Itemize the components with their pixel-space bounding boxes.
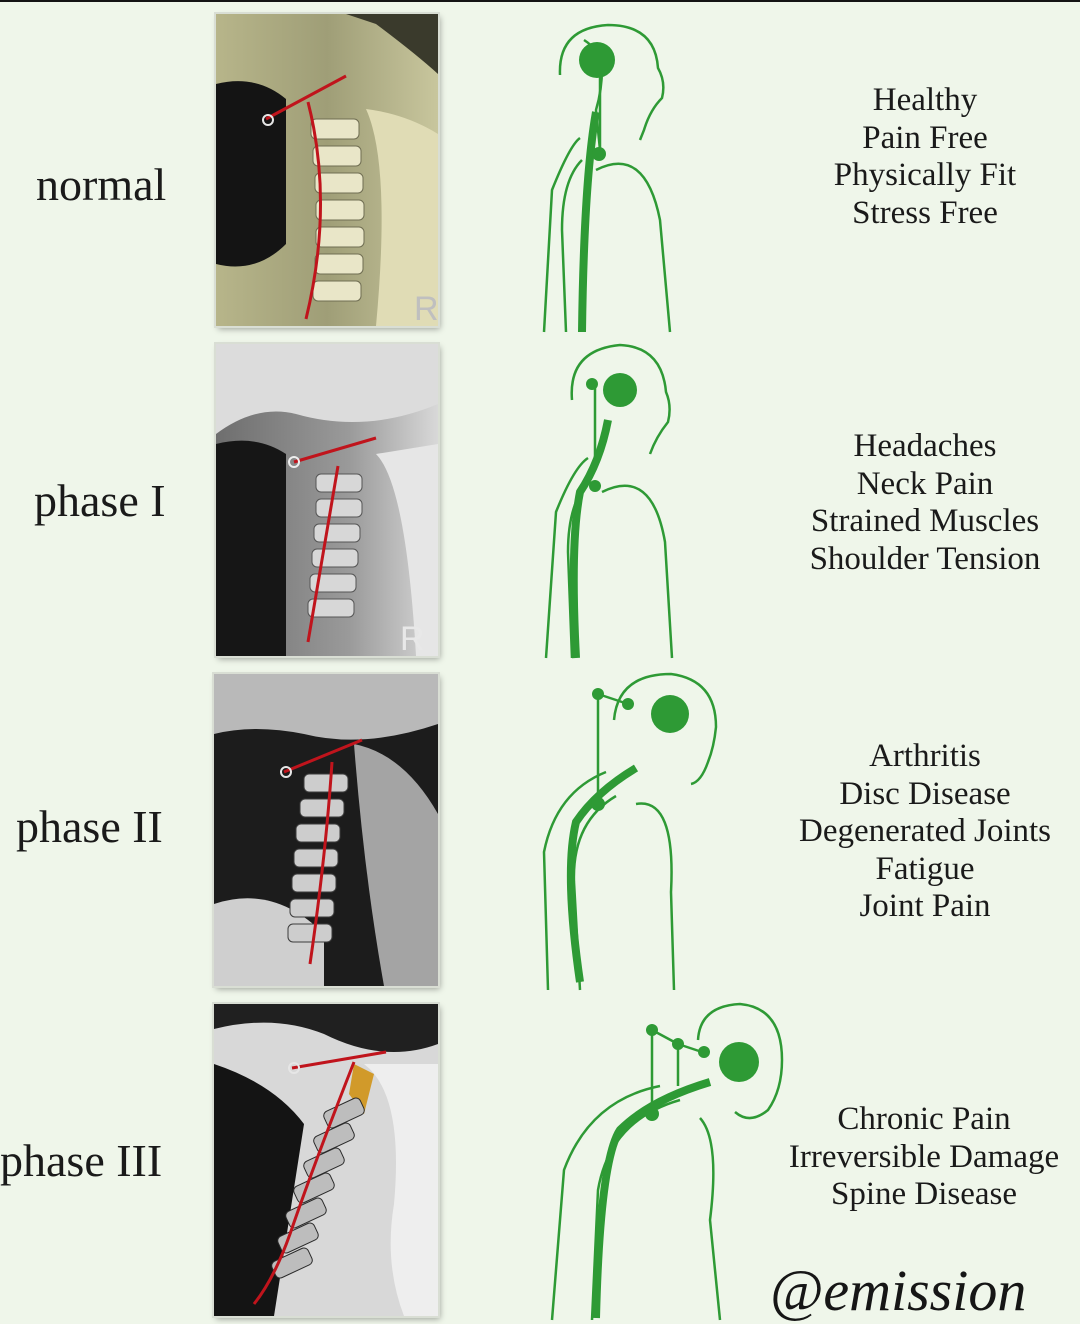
xray-marker-r: R bbox=[414, 290, 438, 326]
symptom: Strained Muscles bbox=[810, 503, 1040, 539]
stage-label-phase-1: phase I bbox=[34, 475, 166, 526]
symptom: Spine Disease bbox=[830, 1176, 1018, 1212]
symptom: Degenerated Joints bbox=[799, 813, 1051, 849]
stage-label-phase-2: phase II bbox=[16, 801, 163, 852]
posture-figure-normal bbox=[540, 20, 700, 333]
symptom: Physically Fit bbox=[833, 157, 1017, 193]
symptom: Stress Free bbox=[852, 194, 998, 231]
symptom: Irreversible Damage bbox=[788, 1138, 1060, 1175]
symptom: Joint Pain bbox=[859, 888, 991, 924]
posture-figure-phase-3 bbox=[550, 1000, 786, 1321]
xray-phase-3 bbox=[214, 1004, 438, 1316]
symptoms-phase-2: Arthritis Disc Disease Degenerated Joint… bbox=[775, 738, 1075, 926]
stage-label-normal: normal bbox=[36, 159, 167, 210]
symptom: Fatigue bbox=[875, 850, 975, 887]
symptom: Healthy bbox=[872, 82, 978, 118]
symptom: Chronic Pain bbox=[837, 1101, 1011, 1137]
symptom: Shoulder Tension bbox=[809, 540, 1041, 577]
symptom: Headaches bbox=[853, 428, 997, 464]
symptom: Disc Disease bbox=[839, 775, 1011, 812]
top-border bbox=[0, 0, 1080, 2]
posture-figure-phase-2 bbox=[536, 672, 722, 991]
watermark-handle: @emission bbox=[770, 1258, 1027, 1323]
symptom: Arthritis bbox=[869, 738, 981, 774]
xray-normal: R bbox=[216, 14, 438, 326]
posture-figure-phase-1 bbox=[540, 342, 700, 659]
symptom: Neck Pain bbox=[856, 465, 994, 502]
xray-phase-2 bbox=[214, 674, 438, 986]
symptom: Pain Free bbox=[862, 119, 988, 156]
xray-marker-r: R bbox=[400, 620, 425, 656]
symptoms-phase-3: Chronic Pain Irreversible Damage Spine D… bbox=[770, 1101, 1078, 1214]
symptoms-phase-1: Headaches Neck Pain Strained Muscles Sho… bbox=[780, 428, 1070, 578]
xray-phase-1: R bbox=[216, 344, 438, 656]
stage-label-phase-3: phase III bbox=[0, 1135, 163, 1186]
symptoms-normal: Healthy Pain Free Physically Fit Stress … bbox=[780, 82, 1070, 232]
